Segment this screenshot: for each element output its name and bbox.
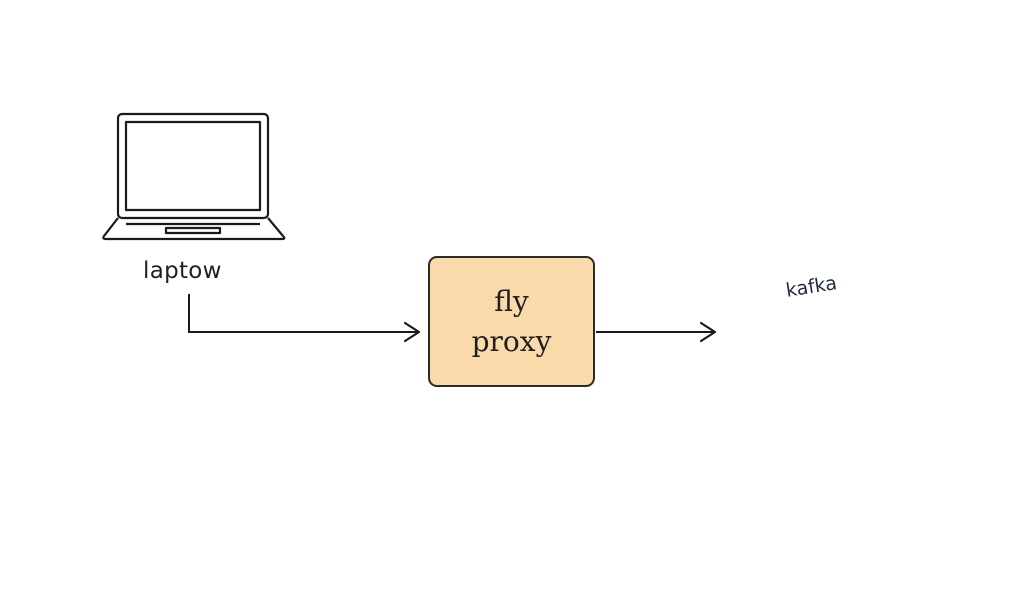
laptop-icon bbox=[102, 112, 286, 241]
laptop-label: laptow bbox=[143, 258, 222, 284]
laptop-screen-inner bbox=[124, 120, 262, 212]
proxy-label-line1: fly bbox=[494, 284, 529, 318]
laptop-base bbox=[102, 217, 286, 241]
laptop-screen-outer bbox=[116, 112, 270, 220]
proxy-label-line2: proxy bbox=[471, 324, 552, 358]
laptop-trackpad bbox=[164, 226, 222, 235]
proxy-to-kafka-arrowhead bbox=[699, 321, 717, 343]
fly-proxy-node: fly proxy bbox=[428, 256, 595, 387]
laptop-to-proxy-connector bbox=[188, 294, 418, 333]
laptop-to-proxy-arrowhead bbox=[403, 321, 421, 343]
